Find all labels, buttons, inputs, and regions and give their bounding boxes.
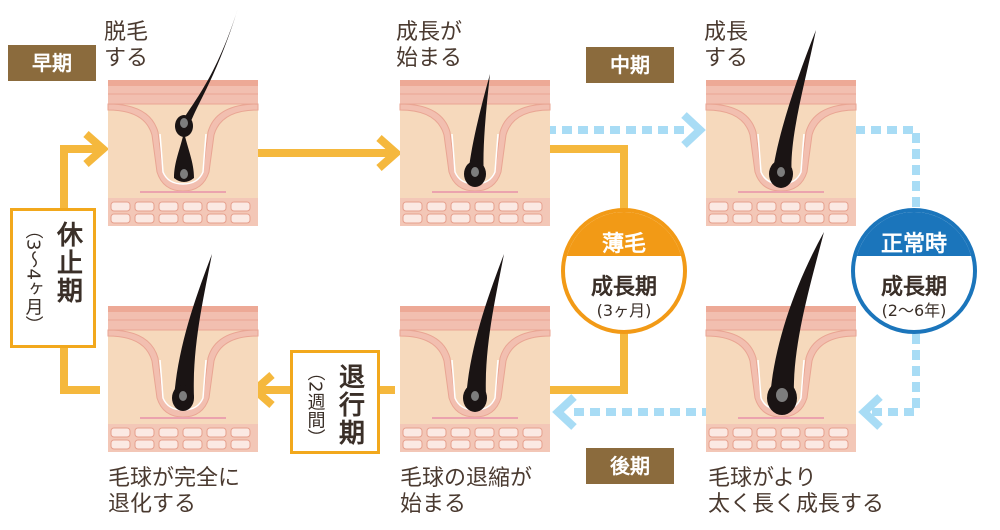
telogen-name: 休止期 <box>52 221 83 305</box>
thin-circle-name: 成長期 <box>590 274 657 300</box>
skin-panel-regressed <box>107 254 259 453</box>
phase-tag-late: 後期 <box>586 448 674 484</box>
normal-circle-duration: (2〜6年) <box>881 300 947 320</box>
label-shedding: 脱毛する <box>104 20 149 71</box>
skin-panel-growth-start <box>399 74 551 227</box>
label-growth-start: 成長が始まる <box>396 20 463 71</box>
thin-circle-header: 薄毛 <box>565 212 683 257</box>
skin-panel-mature <box>705 232 857 453</box>
thin-anagen-circle: 薄毛 成長期 (3ヶ月) <box>561 208 687 334</box>
label-growing: 成長する <box>704 20 749 71</box>
normal-circle-header: 正常時 <box>855 212 973 257</box>
label-bulb-shrink: 毛球の退縮が始まる <box>400 466 533 517</box>
skin-panel-shedding <box>107 8 259 227</box>
telogen-duration: （3～4ヶ月） <box>22 221 44 334</box>
skin-panel-growing <box>705 30 857 227</box>
skin-panel-shrink <box>399 254 551 453</box>
thin-circle-duration: (3ヶ月) <box>596 300 652 320</box>
phase-tag-middle: 中期 <box>586 47 674 83</box>
phase-tag-early: 早期 <box>8 45 96 81</box>
telogen-box: 休止期 （3～4ヶ月） <box>10 208 96 348</box>
catagen-box: 退行期 （2週間） <box>290 350 380 454</box>
catagen-name: 退行期 <box>334 363 365 447</box>
catagen-duration: （2週間） <box>304 363 326 447</box>
normal-circle-name: 成長期 <box>880 274 947 300</box>
normal-cycle-path <box>546 126 920 416</box>
normal-anagen-circle: 正常時 成長期 (2〜6年) <box>851 208 977 334</box>
label-bulb-regress: 毛球が完全に退化する <box>108 466 241 517</box>
label-bulb-grows: 毛球がより太く長く成長する <box>708 466 885 517</box>
normal-cycle-arrowheads <box>552 112 883 430</box>
